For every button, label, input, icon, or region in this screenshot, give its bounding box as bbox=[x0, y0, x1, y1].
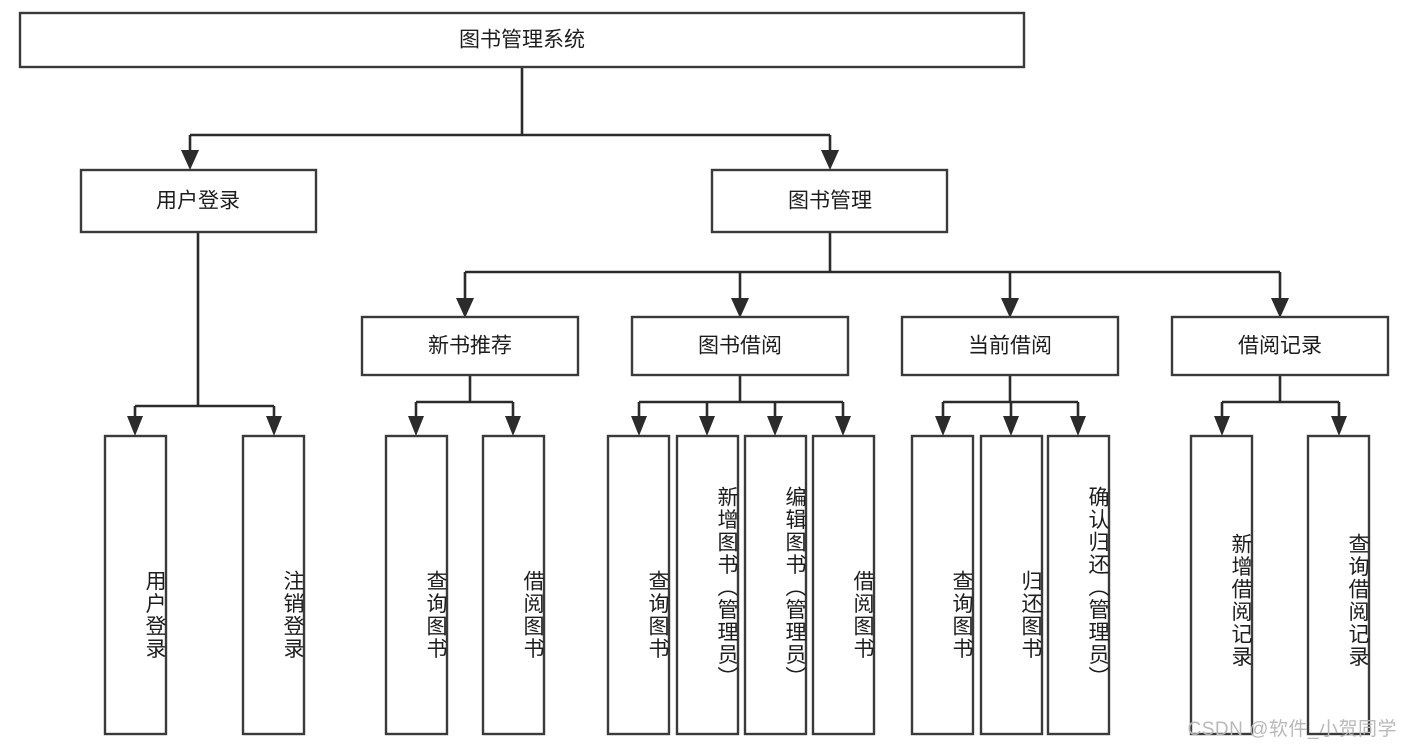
node-leaf-user-login[interactable] bbox=[103, 434, 168, 736]
arrowhead-br-query-record bbox=[1331, 416, 1347, 436]
arrowhead-bb-borrow-book bbox=[835, 416, 851, 436]
node-leaf-bb-query-book[interactable] bbox=[606, 434, 671, 736]
node-leaf-br-add-record[interactable] bbox=[1189, 434, 1254, 736]
node-borrow-record-label: 借阅记录 bbox=[1238, 335, 1322, 358]
arrowhead-br-add-record bbox=[1214, 416, 1230, 436]
arrowhead-nb-query-book bbox=[408, 416, 424, 436]
arrowhead-cb-query-book bbox=[935, 416, 951, 436]
node-leaf-cb-return-book[interactable] bbox=[979, 434, 1044, 736]
arrowhead-borrow-record bbox=[1271, 298, 1289, 318]
node-leaf-bb-borrow-book[interactable] bbox=[811, 434, 876, 736]
node-new-book-recommend-label: 新书推荐 bbox=[428, 335, 512, 358]
node-leaf-cb-confirm-return[interactable] bbox=[1046, 434, 1111, 736]
arrowhead-bb-edit-book bbox=[767, 416, 783, 436]
connector-layer bbox=[127, 67, 1347, 436]
arrowhead-cb-confirm-return bbox=[1070, 416, 1086, 436]
node-leaf-bb-edit-book[interactable] bbox=[743, 434, 808, 736]
node-leaf-br-query-record[interactable] bbox=[1306, 434, 1371, 736]
node-user-login-label: 用户登录 bbox=[156, 190, 240, 213]
arrowhead-book-borrow bbox=[731, 298, 749, 318]
node-current-borrow[interactable] bbox=[900, 315, 1120, 377]
arrowhead-bb-add-book bbox=[699, 416, 715, 436]
arrowhead-cb-return-book bbox=[1003, 416, 1019, 436]
node-book-management[interactable] bbox=[710, 168, 949, 234]
arrowhead-leaf-user-login bbox=[127, 416, 143, 436]
arrowhead-bb-query-book bbox=[631, 416, 647, 436]
arrowhead-book-mgmt bbox=[821, 150, 839, 170]
node-root[interactable] bbox=[18, 11, 1026, 69]
node-leaf-nb-query-book[interactable] bbox=[384, 434, 449, 736]
node-borrow-record[interactable] bbox=[1170, 315, 1390, 377]
node-leaf-bb-add-book[interactable] bbox=[675, 434, 740, 736]
node-book-borrow-label: 图书借阅 bbox=[698, 335, 782, 358]
node-leaf-nb-borrow-book[interactable] bbox=[481, 434, 546, 736]
node-user-login[interactable] bbox=[79, 168, 318, 234]
node-layer: 图书管理系统 用户登录 图书管理 新书推荐 图书借阅 当前借阅 借阅记录 bbox=[18, 11, 1390, 736]
node-leaf-logout[interactable] bbox=[241, 434, 306, 736]
arrowhead-nb-borrow-book bbox=[505, 416, 521, 436]
arrowhead-leaf-logout bbox=[266, 416, 282, 436]
node-new-book-recommend[interactable] bbox=[360, 315, 580, 377]
arrowhead-user-login bbox=[181, 150, 199, 170]
csdn-watermark: CSDN @软件_小贺同学 bbox=[1187, 719, 1397, 740]
node-root-label: 图书管理系统 bbox=[459, 29, 585, 52]
arrowhead-current-borrow bbox=[1001, 298, 1019, 318]
node-book-borrow[interactable] bbox=[630, 315, 850, 377]
arrowhead-new-book-recommend bbox=[456, 298, 474, 318]
node-current-borrow-label: 当前借阅 bbox=[968, 335, 1052, 358]
node-book-management-label: 图书管理 bbox=[788, 190, 872, 213]
node-leaf-cb-query-book[interactable] bbox=[910, 434, 975, 736]
